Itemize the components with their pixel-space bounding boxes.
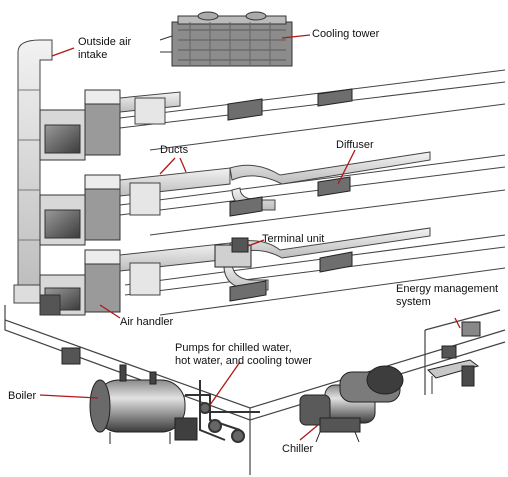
label-terminal-unit: Terminal unit <box>262 233 324 246</box>
air-handler-units <box>40 90 120 315</box>
label-pumps: Pumps for chilled water, hot water, and … <box>175 342 312 368</box>
label-cooling-tower: Cooling tower <box>312 28 379 41</box>
label-chiller: Chiller <box>282 443 313 456</box>
floor-slabs <box>120 70 505 315</box>
label-ducts: Ducts <box>160 144 188 157</box>
terminal-unit-box <box>215 238 251 267</box>
basement-walls <box>5 305 505 475</box>
label-energy-management-system: Energy management system <box>396 283 498 309</box>
cooling-tower-unit <box>160 12 292 66</box>
label-air-handler: Air handler <box>120 316 173 329</box>
control-room-equipment <box>428 322 480 394</box>
label-outside-air-intake: Outside air intake <box>78 36 131 62</box>
chiller-unit <box>300 366 403 442</box>
outside-air-intake-duct <box>14 40 52 303</box>
label-boiler: Boiler <box>8 390 36 403</box>
label-diffuser: Diffuser <box>336 139 374 152</box>
